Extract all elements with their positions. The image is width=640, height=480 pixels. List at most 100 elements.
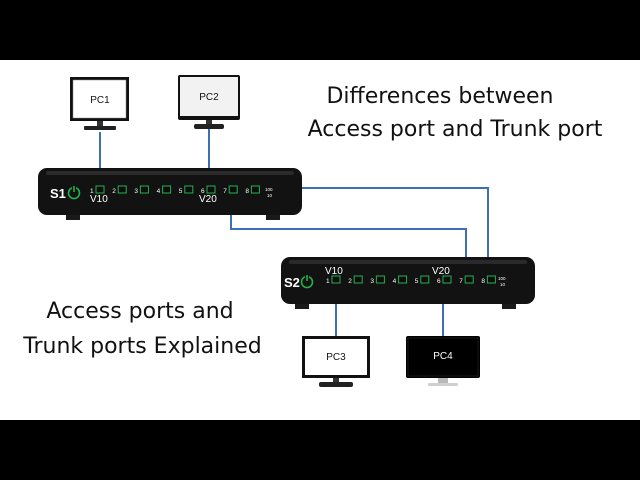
ethernet-port-2: 2 — [112, 185, 127, 195]
title-line-2: Access port and Trunk port — [307, 117, 603, 142]
monitor-stand — [319, 382, 353, 387]
vlan-label-v10: V10 — [90, 194, 108, 205]
trunk-link-s1p8-s2p8 — [260, 187, 489, 276]
ethernet-port-icon — [117, 185, 127, 194]
ethernet-port-icon — [353, 275, 363, 284]
switch-body — [281, 257, 535, 304]
pc2-monitor: PC2 — [178, 75, 240, 129]
ethernet-port-icon — [375, 275, 385, 284]
port-row: 1 2 3 4 5 6 7 8 — [90, 185, 260, 195]
port-number: 7 — [223, 188, 227, 195]
port-number: 3 — [370, 278, 374, 285]
ethernet-port-6: 6 — [437, 275, 452, 285]
vlan-label-v10: V10 — [325, 266, 343, 277]
power-icon — [300, 274, 314, 289]
top-letterbox — [0, 0, 640, 60]
speed-label-bottom: 10 — [500, 282, 506, 287]
port-number: 8 — [481, 278, 485, 285]
switch-foot — [295, 304, 309, 309]
ethernet-port-6: 6 — [201, 185, 216, 195]
pc4-monitor: PC4 — [406, 336, 480, 386]
monitor-screen — [72, 79, 127, 119]
ethernet-port-icon — [139, 185, 149, 194]
port-number: 8 — [245, 188, 249, 195]
pc-label: PC3 — [326, 352, 346, 363]
monitor-stand — [428, 383, 458, 386]
ethernet-port-8: 8 — [245, 185, 260, 195]
links — [99, 126, 489, 336]
switch-foot — [502, 304, 516, 309]
pc-label: PC1 — [90, 95, 110, 106]
ethernet-port-1: 1 — [90, 185, 105, 195]
switch-foot — [66, 215, 80, 220]
ethernet-port-2: 2 — [348, 275, 363, 285]
switch-highlight — [289, 260, 527, 264]
title-line-1: Differences between — [326, 84, 554, 109]
ethernet-port-4: 4 — [393, 275, 408, 285]
switch-name: S1 — [50, 186, 66, 201]
port-number: 5 — [415, 278, 419, 285]
switch-name: S2 — [284, 275, 300, 290]
monitor-screen — [180, 77, 238, 116]
port-number: 7 — [459, 278, 463, 285]
pc-label: PC2 — [199, 92, 219, 103]
monitor-neck — [97, 121, 103, 126]
ethernet-port-icon — [95, 185, 105, 194]
speed-label-bottom: 10 — [267, 193, 273, 198]
port-number: 2 — [348, 278, 352, 285]
ethernet-port-icon — [162, 185, 172, 194]
ethernet-port-icon — [486, 275, 496, 284]
monitor-neck — [438, 378, 448, 383]
ethernet-port-icon — [331, 275, 341, 284]
ethernet-port-icon — [184, 185, 194, 194]
ethernet-port-1: 1 — [326, 275, 341, 285]
switch-highlight — [46, 171, 294, 175]
ethernet-port-icon — [250, 185, 260, 194]
speed-label-top: 100 — [498, 276, 506, 281]
ethernet-port-7: 7 — [459, 275, 474, 285]
port-number: 6 — [437, 278, 441, 285]
port-number: 1 — [90, 188, 94, 195]
ethernet-port-5: 5 — [179, 185, 194, 195]
ethernet-port-icon — [442, 275, 452, 284]
port-number: 4 — [157, 188, 161, 195]
ethernet-port-icon — [228, 185, 238, 194]
monitor-stand — [194, 124, 224, 129]
bottom-letterbox — [0, 420, 640, 480]
monitor-neck — [206, 120, 212, 124]
vlan-label-v20: V20 — [199, 194, 217, 205]
port-number: 6 — [201, 188, 205, 195]
ethernet-port-icon — [420, 275, 430, 284]
ethernet-port-7: 7 — [223, 185, 238, 195]
ethernet-port-icon — [398, 275, 408, 284]
speed-label-top: 100 — [265, 187, 273, 192]
monitor-stand — [84, 126, 116, 130]
ethernet-port-icon — [464, 275, 474, 284]
switch-foot — [266, 215, 280, 220]
ethernet-port-3: 3 — [370, 275, 385, 285]
switch-s1: S1 1 2 3 4 5 6 7 8 100 10 — [38, 168, 302, 220]
port-number: 4 — [393, 278, 397, 285]
pc3-monitor: PC3 — [302, 336, 370, 387]
pc-label: PC4 — [433, 351, 453, 362]
ethernet-port-icon — [206, 185, 216, 194]
power-icon — [67, 185, 81, 200]
port-number: 3 — [134, 188, 138, 195]
ethernet-port-4: 4 — [157, 185, 172, 195]
pc1-monitor: PC1 — [70, 77, 129, 130]
monitor-neck — [333, 378, 339, 382]
ethernet-port-5: 5 — [415, 275, 430, 285]
monitor-screen — [407, 337, 479, 377]
port-number: 2 — [112, 188, 116, 195]
monitor-screen — [305, 339, 367, 375]
subtitle-line-2: Trunk ports Explained — [23, 334, 262, 359]
ethernet-port-3: 3 — [134, 185, 149, 195]
port-number: 5 — [179, 188, 183, 195]
ethernet-port-8: 8 — [481, 275, 496, 285]
vlan-label-v20: V20 — [432, 266, 450, 277]
subtitle-line-1: Access ports and — [46, 299, 234, 324]
